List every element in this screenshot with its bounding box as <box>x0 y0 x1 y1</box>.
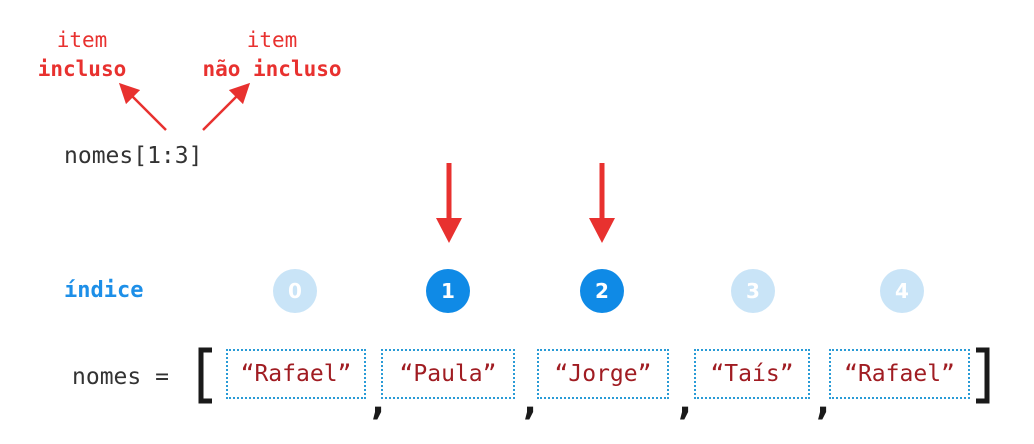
comma: , <box>811 378 836 424</box>
index-label: índice <box>64 278 144 303</box>
index-value: 2 <box>595 279 609 303</box>
index-circle: 0 <box>273 269 317 313</box>
arrow-to-included <box>118 82 167 131</box>
list-item: “Taís” <box>694 349 810 399</box>
index-value: 1 <box>441 279 455 303</box>
excluded-label-line2: não incluso <box>202 57 342 81</box>
included-label: item incluso <box>22 26 142 84</box>
included-label-line2: incluso <box>37 57 127 81</box>
slice-expression: nomes[1:3] <box>64 143 203 169</box>
excluded-label: item não incluso <box>182 26 362 84</box>
right-bracket <box>976 347 990 404</box>
list-item: “Paula” <box>381 349 515 399</box>
index-value: 4 <box>895 279 909 303</box>
arrow-to-excluded <box>202 82 251 131</box>
index-circle: 1 <box>426 269 470 313</box>
excluded-label-line1: item <box>246 28 298 52</box>
index-value: 0 <box>288 279 302 303</box>
index-circle: 4 <box>880 269 924 313</box>
left-bracket <box>198 347 212 404</box>
index-circle: 3 <box>731 269 775 313</box>
index-circle: 2 <box>580 269 624 313</box>
included-label-line1: item <box>56 28 108 52</box>
list-item: “Rafael” <box>829 349 970 399</box>
index-value: 3 <box>746 279 760 303</box>
list-prefix: nomes = <box>72 364 169 390</box>
comma: , <box>673 378 698 424</box>
list-item: “Jorge” <box>537 349 669 399</box>
list-item: “Rafael” <box>226 349 366 399</box>
arrowhead-index-1 <box>436 218 462 243</box>
comma: , <box>366 378 391 424</box>
arrowhead-index-2 <box>589 218 615 243</box>
